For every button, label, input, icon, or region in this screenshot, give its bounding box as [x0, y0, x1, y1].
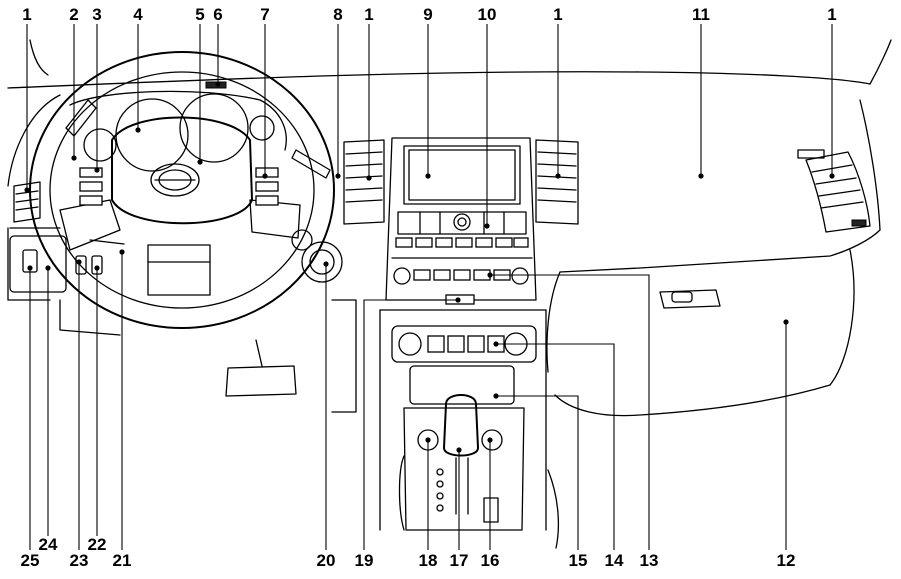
lower-left-switch-panel: [9, 235, 121, 336]
callout-17: 17: [449, 551, 469, 570]
callout-21: 21: [112, 551, 132, 570]
callout-20: 20: [316, 551, 336, 570]
leader-dots: [24, 81, 835, 453]
callout-22: 22: [87, 535, 107, 554]
callout-18: 18: [418, 551, 438, 570]
center-stack: [385, 137, 537, 305]
callout-19: 19: [354, 551, 374, 570]
right-side-vent: [797, 149, 871, 233]
callout-15: 15: [568, 551, 588, 570]
leader-lines: [26, 24, 833, 550]
center-right-vent: [535, 139, 579, 225]
ignition-area: [291, 229, 357, 413]
callout-14: 14: [604, 551, 624, 570]
callout-4: 4: [133, 5, 143, 24]
callout-23: 23: [69, 551, 89, 570]
callout-25: 25: [20, 551, 40, 570]
callout-1-center-left: 1: [364, 5, 374, 24]
callout-3: 3: [92, 5, 102, 24]
callout-11: 11: [692, 5, 710, 24]
callout-9: 9: [423, 5, 433, 24]
callout-12: 12: [776, 551, 796, 570]
left-side-vent: [13, 181, 41, 223]
steering-wheel: [29, 51, 335, 329]
callout-6: 6: [213, 5, 223, 24]
callout-10: 10: [477, 5, 497, 24]
callout-13: 13: [639, 551, 659, 570]
glove-box: [659, 289, 721, 309]
pedal: [225, 339, 297, 397]
callout-1-left: 1: [22, 5, 32, 24]
center-left-vent: [343, 139, 385, 225]
callout-24: 24: [38, 535, 58, 554]
callout-2: 2: [69, 5, 79, 24]
lower-console: [379, 309, 560, 549]
dashboard-outline: [7, 39, 892, 417]
callout-16: 16: [480, 551, 500, 570]
callout-1-center-right: 1: [553, 5, 563, 24]
callout-7: 7: [260, 5, 270, 24]
callout-8: 8: [333, 5, 343, 24]
callout-5: 5: [195, 5, 205, 24]
callout-1-right: 1: [827, 5, 837, 24]
